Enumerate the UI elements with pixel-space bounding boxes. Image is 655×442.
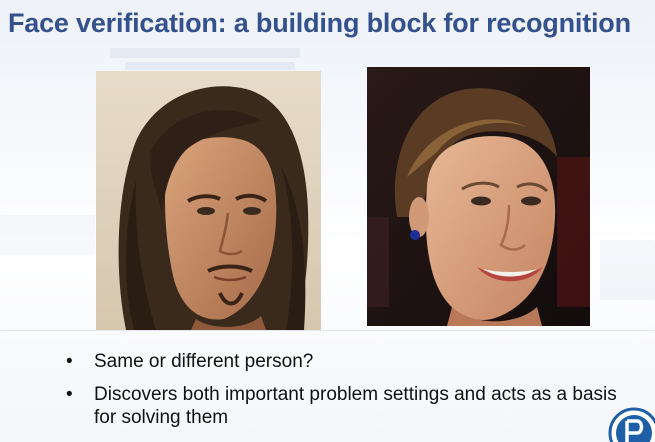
background-decoration [0,330,655,331]
bullet-text: Discovers both important problem setting… [94,384,617,428]
slide-title: Face verification: a building block for … [8,8,631,38]
bullet-item: • Same or different person? [60,350,620,373]
background-decoration [110,48,300,58]
bullet-list: • Same or different person? • Discovers … [60,350,620,439]
face-photo-man [96,71,321,330]
bullet-text: Same or different person? [94,351,314,372]
bullet-item: • Discovers both important problem setti… [60,383,620,429]
institution-seal-icon [605,403,655,442]
background-decoration [125,62,295,70]
bullet-marker: • [66,384,73,405]
background-decoration [600,240,655,300]
bullet-marker: • [66,351,73,372]
face-photo-woman [367,67,590,326]
background-decoration [0,215,95,255]
